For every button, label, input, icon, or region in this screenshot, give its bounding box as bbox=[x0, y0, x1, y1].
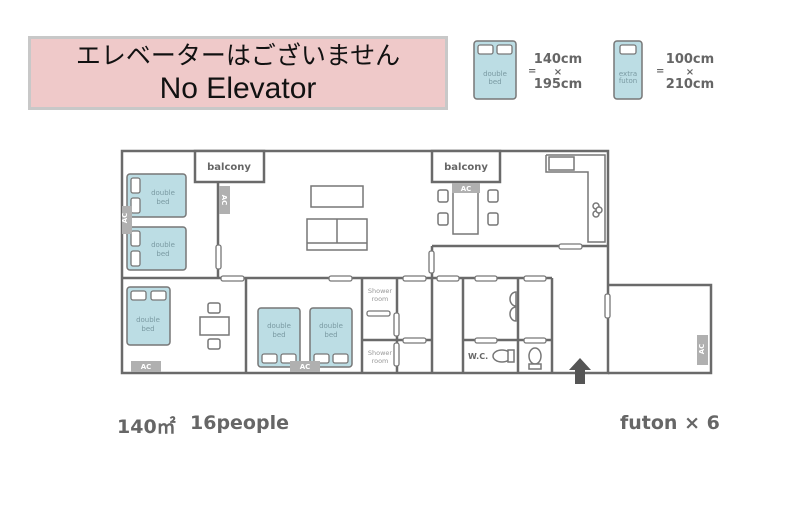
ac-unit: AC bbox=[219, 186, 230, 214]
shower-room-label: room bbox=[372, 295, 389, 303]
svg-text:double: double bbox=[267, 322, 291, 330]
entrance-arrow-icon bbox=[569, 358, 591, 384]
banner-japanese: エレベーターはございません bbox=[75, 41, 401, 70]
double-bed: double bed bbox=[309, 307, 353, 368]
double-bed: double bed bbox=[126, 286, 171, 346]
legend-times: × bbox=[554, 67, 562, 78]
svg-text:AC: AC bbox=[698, 344, 706, 355]
svg-text:bed: bed bbox=[272, 331, 285, 339]
shower-room-label: Shower bbox=[368, 287, 393, 295]
balcony-label: balcony bbox=[207, 162, 251, 173]
legend-equals: = bbox=[656, 66, 664, 77]
sinks bbox=[509, 291, 517, 322]
balcony-label: balcony bbox=[444, 162, 488, 173]
shower-room-label: room bbox=[372, 357, 389, 365]
legend-futon-label: futon bbox=[619, 77, 637, 85]
svg-text:AC: AC bbox=[141, 363, 152, 371]
legend-extra-futon: extra futon = 100cm × 210cm bbox=[613, 40, 714, 100]
ac-unit: AC bbox=[452, 183, 480, 193]
shower-room-label: Shower bbox=[368, 349, 393, 357]
svg-text:AC: AC bbox=[461, 185, 472, 193]
svg-text:double: double bbox=[151, 241, 175, 249]
double-bed: double bed bbox=[126, 226, 187, 271]
legend-length: 210cm bbox=[666, 77, 714, 92]
svg-text:AC: AC bbox=[220, 195, 228, 206]
svg-text:double: double bbox=[151, 189, 175, 197]
ac-unit: AC bbox=[131, 361, 161, 372]
double-bed-icon bbox=[473, 40, 517, 100]
ac-unit: AC bbox=[121, 206, 132, 234]
wc-label: W.C. bbox=[468, 352, 488, 361]
legend-equals: = bbox=[528, 66, 536, 77]
ac-unit: AC bbox=[290, 361, 320, 372]
legend-bed-label: bed bbox=[488, 78, 501, 86]
svg-text:bed: bed bbox=[156, 198, 169, 206]
legend-width: 140cm bbox=[534, 52, 582, 67]
banner-english: No Elevator bbox=[159, 72, 317, 105]
futon-icon bbox=[613, 40, 643, 100]
svg-text:bed: bed bbox=[324, 331, 337, 339]
doors bbox=[215, 243, 611, 367]
svg-text:double: double bbox=[136, 316, 160, 324]
no-elevator-banner: エレベーターはございません No Elevator bbox=[28, 36, 448, 110]
legend-length: 195cm bbox=[534, 77, 582, 92]
legend-times: × bbox=[686, 67, 694, 78]
legend-double-bed: double bed = 140cm × 195cm bbox=[473, 40, 582, 100]
legend-futon-label: extra bbox=[619, 70, 637, 78]
ac-unit: AC bbox=[697, 335, 708, 365]
kitchen-counter bbox=[545, 154, 606, 243]
futon-count: futon × 6 bbox=[620, 412, 720, 434]
capacity: 16people bbox=[190, 412, 289, 434]
legend-width: 100cm bbox=[666, 52, 714, 67]
svg-text:AC: AC bbox=[121, 213, 129, 224]
toilets bbox=[492, 347, 542, 370]
svg-text:bed: bed bbox=[141, 325, 154, 333]
small-table-with-chairs bbox=[199, 302, 230, 350]
tv-and-sofa bbox=[306, 185, 368, 251]
floor-area: 140㎡ bbox=[117, 416, 176, 438]
double-bed: double bed bbox=[257, 307, 301, 368]
svg-text:AC: AC bbox=[300, 363, 311, 371]
svg-text:bed: bed bbox=[156, 250, 169, 258]
svg-text:double: double bbox=[319, 322, 343, 330]
double-bed: double bed bbox=[126, 173, 187, 218]
legend-bed-label: double bbox=[483, 70, 507, 78]
